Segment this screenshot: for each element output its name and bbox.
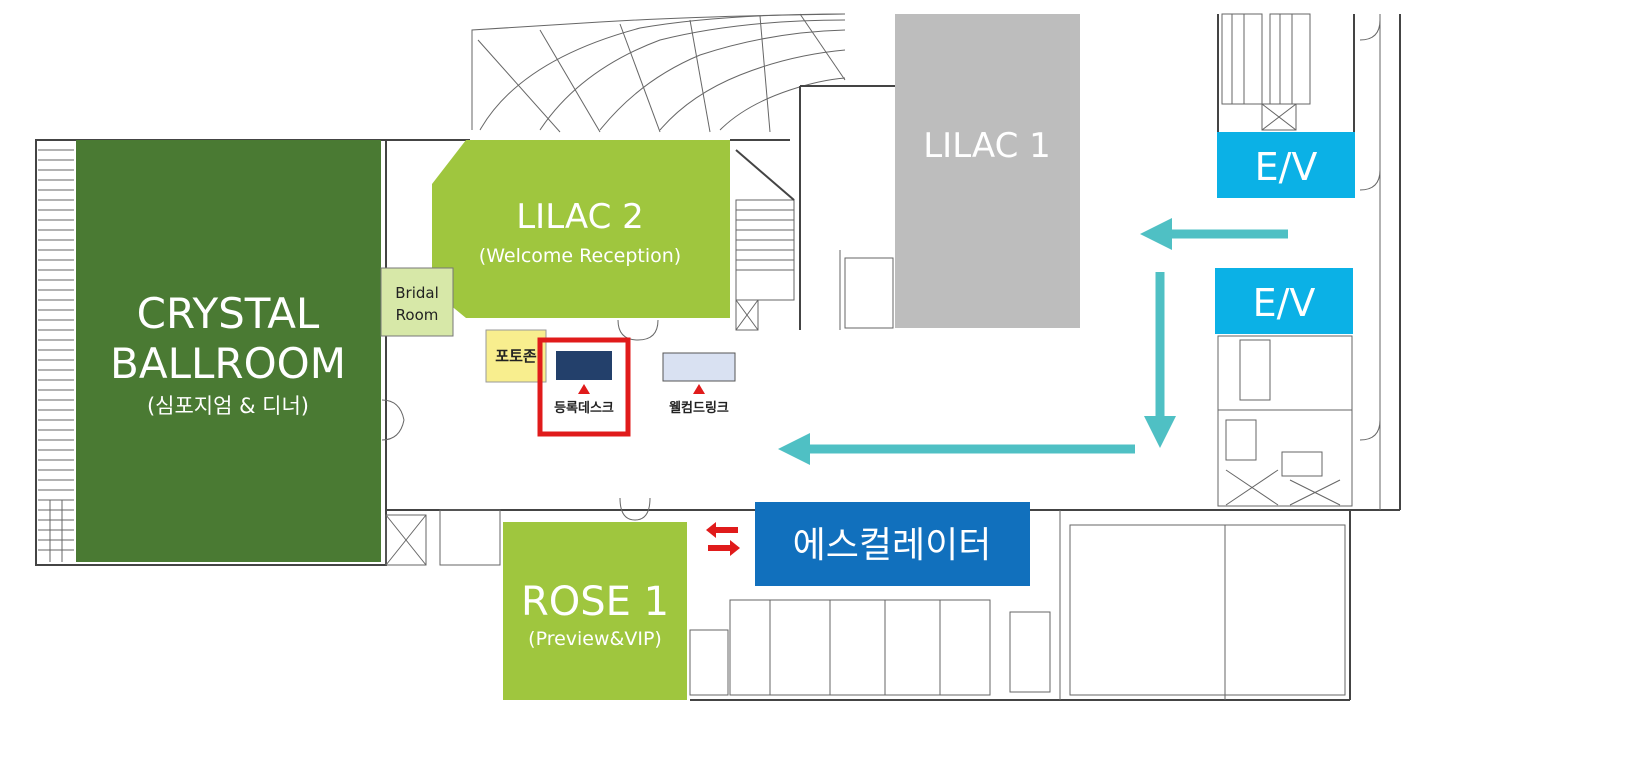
elevator-top-label: E/V (1255, 145, 1318, 189)
bridal-room (380, 267, 454, 337)
photo-zone (485, 329, 547, 383)
route-arrows (778, 218, 1288, 465)
registration-desk-label: 등록데스크 (554, 401, 614, 416)
crystal-ballroom (76, 140, 381, 562)
architectural-linework (35, 13, 1401, 701)
rose-1-room (503, 522, 687, 700)
welcome-drink-table (662, 352, 736, 382)
route-arrow-down (1144, 272, 1176, 448)
registration-desk (556, 351, 612, 380)
registration-marker-icon (578, 384, 590, 394)
elevator-middle (1215, 268, 1353, 334)
lilac-2-room (432, 140, 730, 318)
elevator-top (1217, 132, 1355, 198)
rose1-subtitle: (Preview&VIP) (528, 628, 662, 650)
photo-zone-label: 포토존 (495, 347, 537, 365)
lilac1-name: LILAC 1 (923, 126, 1051, 166)
bridal-label-line2: Room (396, 306, 439, 324)
bridal-label-line1: Bridal (395, 284, 439, 302)
escalator-label: 에스컬레이터 (793, 525, 992, 566)
lilac2-subtitle: (Welcome Reception) (479, 245, 681, 267)
welcome-drink-label: 웰컴드링크 (669, 401, 729, 416)
registration-highlight-frame (537, 337, 631, 437)
escalator (755, 502, 1030, 586)
rose1-name: ROSE 1 (521, 579, 669, 625)
route-arrow-left-upper (1140, 218, 1288, 250)
lilac2-name: LILAC 2 (516, 197, 644, 237)
lilac-1-room (895, 14, 1080, 328)
route-arrow-left-lower (778, 433, 1135, 465)
ballroom-name-line1: CRYSTAL (137, 289, 320, 338)
escalator-direction-icon (706, 522, 740, 556)
welcome-drink-marker-icon (693, 384, 705, 394)
elevator-middle-label: E/V (1253, 281, 1316, 325)
ballroom-subtitle: (심포지엄 & 디너) (147, 394, 309, 418)
ballroom-name-line2: BALLROOM (110, 339, 346, 388)
